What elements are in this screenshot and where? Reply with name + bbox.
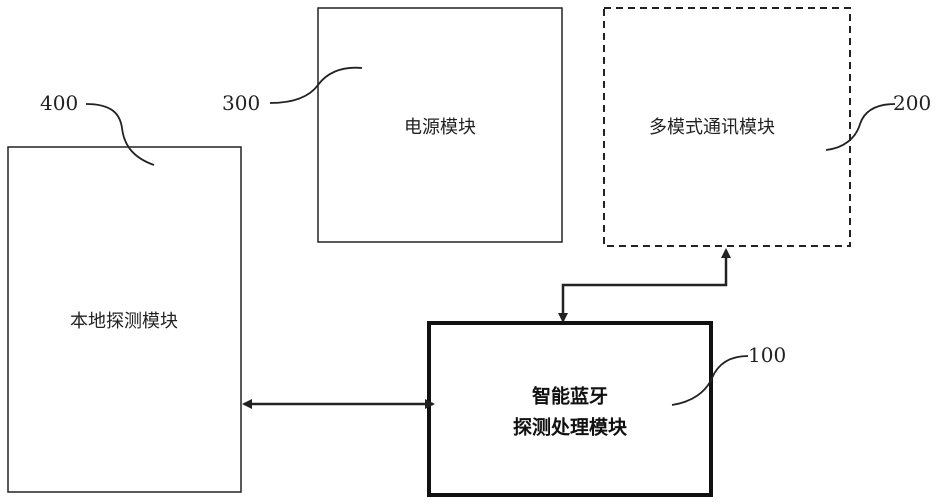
ref-100-label: 100 [748, 343, 786, 367]
power-module-block: 电源模块 [318, 8, 562, 242]
main-processing-label-line1: 智能蓝牙 [532, 385, 608, 408]
main-processing-block: 智能蓝牙 探测处理模块 [429, 323, 711, 495]
main-processing-box [429, 323, 711, 495]
power-module-label: 电源模块 [404, 117, 476, 138]
local-detection-block: 本地探测模块 [8, 147, 241, 492]
ref-200-label: 200 [893, 91, 931, 115]
comm-module-label: 多模式通讯模块 [649, 117, 775, 138]
ref-400-label: 400 [40, 91, 78, 115]
comm-module-block: 多模式通讯模块 [604, 8, 850, 246]
local-detection-label: 本地探测模块 [70, 311, 178, 332]
ref-300-label: 300 [222, 91, 260, 115]
main-comm-connector [563, 250, 726, 321]
main-processing-label-line2: 探测处理模块 [513, 416, 628, 439]
